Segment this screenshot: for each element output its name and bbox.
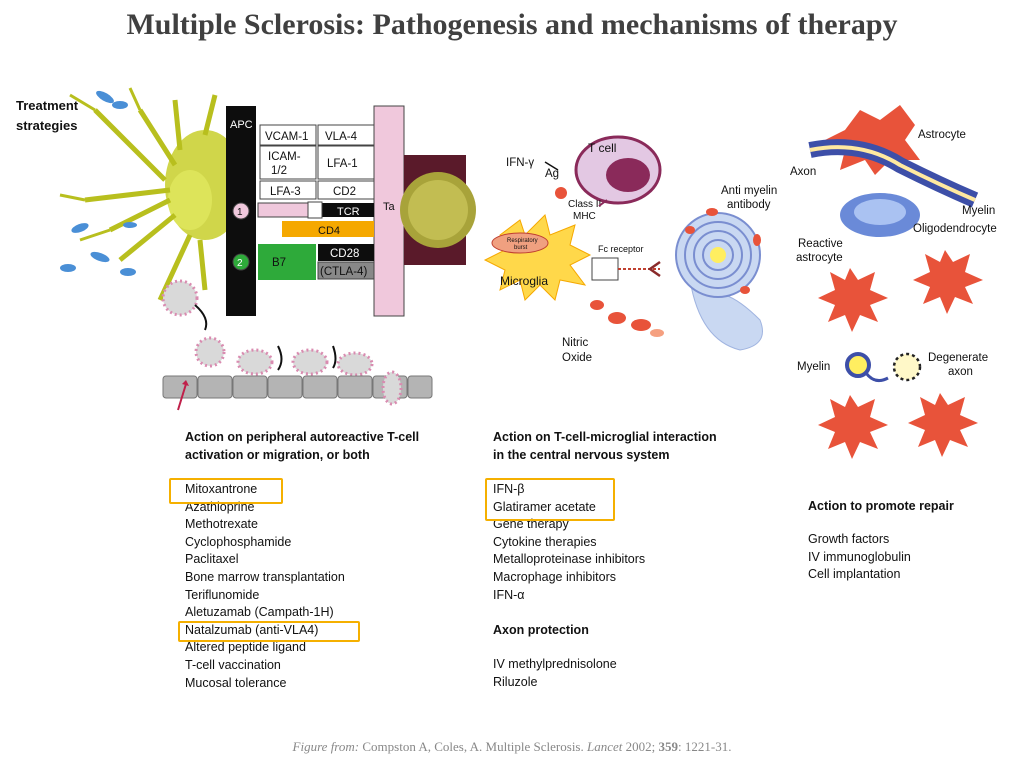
t-cell-label: T cell <box>588 141 616 155</box>
anti-myelin-label: Anti myelin <box>721 185 777 197</box>
ag-label: Ag <box>545 168 559 180</box>
microglial-section: Action on T-cell-microglial interaction … <box>493 428 717 691</box>
section-heading: Action on peripheral autoreactive T-cell <box>185 430 420 444</box>
list-item: Paclitaxel <box>185 552 239 567</box>
degenerate-axon-label: Degenerate <box>928 352 988 364</box>
microglia-panel: IFN-γ T cell Ag Class II MHC Respiratory… <box>483 135 777 364</box>
respiratory-burst-label: Respiratory <box>507 238 538 244</box>
respiratory-burst-label: burst <box>514 245 528 251</box>
list-item: Bone marrow transplantation <box>185 569 345 584</box>
list-item: Cytokine therapies <box>493 534 597 549</box>
tcr-label: TCR <box>337 206 360 218</box>
section-heading: Axon protection <box>493 623 589 638</box>
list-item: Altered peptide ligand <box>185 640 306 655</box>
drug-list: Growth factors IV immunoglobulin Cell im… <box>808 531 954 584</box>
caption-year: 2002; <box>622 739 659 754</box>
t-cell-migration <box>161 279 433 411</box>
drug-list: Mitoxantrone Azathioprine Methotrexate C… <box>185 481 419 692</box>
astrocyte-label: Astrocyte <box>918 129 966 141</box>
cd4-label: CD4 <box>318 225 340 237</box>
treatment-label: strategies <box>16 118 77 133</box>
list-item: Methotrexate <box>185 517 258 532</box>
repair-panel: Astrocyte Axon Myelin Oligodendrocyte Re… <box>790 105 997 459</box>
anti-myelin-label: antibody <box>727 199 771 211</box>
list-item: IFN-α <box>493 587 525 602</box>
b7-label: B7 <box>272 257 286 269</box>
apc-label: APC <box>230 119 253 131</box>
reactive-astrocytes <box>818 250 983 459</box>
section-heading: Action to promote repair <box>808 499 954 513</box>
list-item: Mitoxantrone <box>185 482 258 496</box>
lfa1-label: LFA-1 <box>327 158 358 170</box>
list-item: Mucosal tolerance <box>185 675 287 690</box>
list-item: IFN-β <box>493 482 525 496</box>
figure-caption: Figure from: Compston A, Coles, A. Multi… <box>0 739 1024 755</box>
caption-journal: Lancet <box>586 739 623 754</box>
caption-pages: : 1221-31. <box>678 739 732 754</box>
list-item: Growth factors <box>808 532 890 546</box>
list-item: Macrophage inhibitors <box>493 569 616 584</box>
section-heading: activation or migration, or both <box>185 448 370 462</box>
cd2-label: CD2 <box>333 186 356 198</box>
cd28-label: CD28 <box>330 248 359 260</box>
vcam1-label: VCAM-1 <box>265 131 308 143</box>
signal-1-label: 1 <box>237 207 243 218</box>
list-item: Natalzumab (anti-VLA4) <box>185 622 319 637</box>
microglia-label: Microglia <box>500 274 548 288</box>
ta-label: Ta <box>383 201 396 213</box>
myelin-top-label: Myelin <box>962 205 995 217</box>
myelin-bottom-label: Myelin <box>797 361 830 373</box>
highlight-box <box>178 621 360 642</box>
drug-list: IV methylprednisolone Riluzole <box>493 656 717 691</box>
peripheral-section: Action on peripheral autoreactive T-cell… <box>185 428 419 692</box>
caption-volume: 359 <box>658 739 679 754</box>
list-item: T-cell vaccination <box>185 657 281 672</box>
ctla4-label: (CTLA-4) <box>320 266 367 278</box>
list-item: IV methylprednisolone <box>493 657 617 672</box>
list-item: IV immunoglobulin <box>808 549 911 564</box>
class-ii-label: Class II <box>568 199 601 210</box>
page-title: Multiple Sclerosis: Pathogenesis and mec… <box>126 8 898 41</box>
nitric-oxide-label: Nitric <box>562 337 588 349</box>
repair-section: Action to promote repair Growth factors … <box>808 497 954 584</box>
highlight-box <box>485 478 615 521</box>
antibody-shapes <box>60 90 137 276</box>
axon-label: Axon <box>790 166 816 178</box>
section-heading: in the central nervous system <box>493 448 670 462</box>
ifn-gamma-label: IFN-γ <box>506 157 534 169</box>
list-item: Riluzole <box>493 674 538 689</box>
list-item: Teriflunomide <box>185 587 260 602</box>
icam-label: 1/2 <box>271 165 287 177</box>
oligodendrocyte-label: Oligodendrocyte <box>913 223 997 235</box>
lfa3-label: LFA-3 <box>270 186 301 198</box>
section-heading: Action on T-cell-microglial interaction <box>493 430 717 444</box>
reactive-astrocyte-label: astrocyte <box>796 252 843 264</box>
nitric-oxide-label: Oxide <box>562 352 592 364</box>
ta-bar <box>373 105 405 317</box>
icam-label: ICAM- <box>268 151 301 163</box>
dendritic-cell <box>59 87 245 302</box>
caption-prefix: Figure from: <box>292 739 360 754</box>
treatment-label: Treatment <box>16 98 79 113</box>
vla4-label: VLA-4 <box>325 131 358 143</box>
class-ii-label: MHC <box>573 211 596 222</box>
caption-authors: Compston A, Coles, A. Multiple Sclerosis… <box>359 739 587 754</box>
list-item: Cell implantation <box>808 567 901 582</box>
treatment-panel: Treatment strategies APC Ta <box>16 87 476 411</box>
fc-receptor-label: Fc receptor <box>598 244 644 254</box>
list-item: Metalloproteinase inhibitors <box>493 552 646 567</box>
highlight-box <box>169 478 283 504</box>
signal-2-label: 2 <box>237 258 243 269</box>
list-item: Cyclophosphamide <box>185 534 292 549</box>
reactive-astrocyte-label: Reactive <box>798 238 843 250</box>
list-item: Glatiramer acetate <box>493 499 596 514</box>
degenerate-axon-label: axon <box>948 366 973 378</box>
list-item: Aletuzamab (Campath-1H) <box>185 605 334 620</box>
